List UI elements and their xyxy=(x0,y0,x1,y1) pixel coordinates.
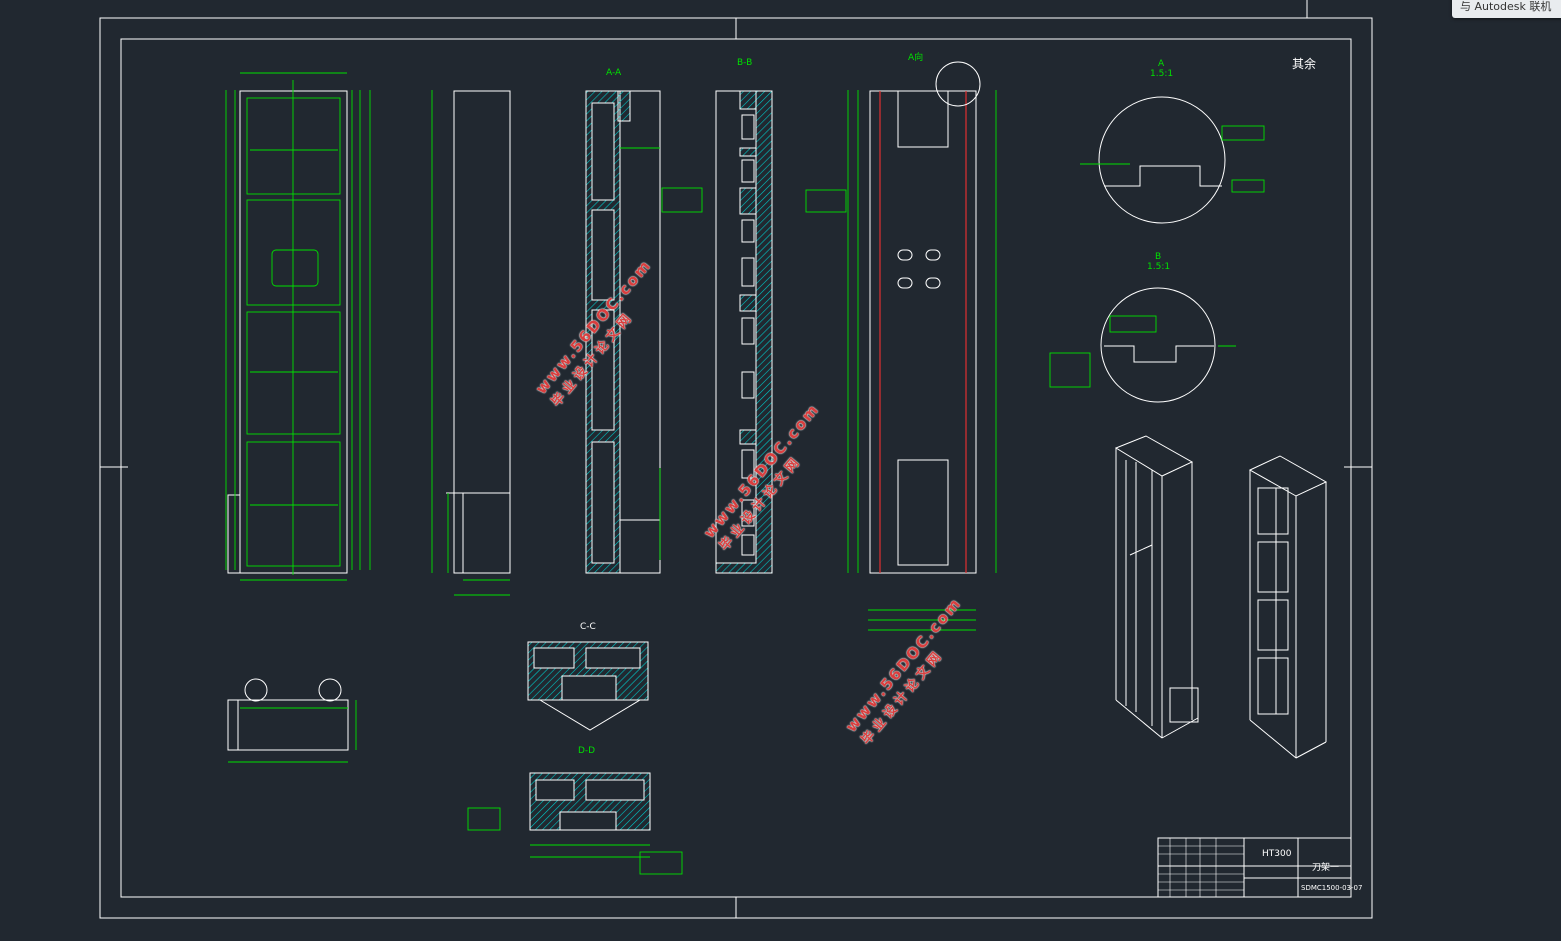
section-a-a xyxy=(585,90,703,574)
isometric-view-2 xyxy=(1248,455,1328,759)
autodesk-online-tab[interactable]: 与 Autodesk 联机 xyxy=(1452,0,1561,18)
label-detail-b: B xyxy=(1155,252,1161,262)
label-c-c: C-C xyxy=(580,622,596,632)
top-view xyxy=(227,678,357,763)
label-a-direction: A向 xyxy=(908,51,923,63)
label-b-b: B-B xyxy=(737,58,752,68)
label-detail-b-scale: 1.5:1 xyxy=(1147,262,1170,272)
view-a-direction xyxy=(805,61,997,631)
section-b-b xyxy=(715,90,773,574)
section-c-c xyxy=(527,641,649,731)
section-d-d xyxy=(467,772,683,875)
side-view xyxy=(431,90,511,596)
detail-a xyxy=(1080,96,1265,224)
title-drawing-no: SDMC1500-03-07 xyxy=(1301,884,1362,892)
title-part-name: 刀架一 xyxy=(1312,862,1339,873)
front-view xyxy=(225,72,371,581)
title-block xyxy=(1157,837,1352,898)
drawing-frame xyxy=(99,0,1373,919)
label-a-a: A-A xyxy=(606,68,622,78)
title-material: HT300 xyxy=(1262,849,1292,859)
detail-b xyxy=(1049,287,1236,403)
isometric-view-1 xyxy=(1114,435,1199,739)
label-detail-a-scale: 1.5:1 xyxy=(1150,69,1173,79)
label-detail-a: A xyxy=(1158,59,1165,69)
roughness-note: 其余 xyxy=(1292,56,1316,71)
label-d-d: D-D xyxy=(578,746,595,756)
